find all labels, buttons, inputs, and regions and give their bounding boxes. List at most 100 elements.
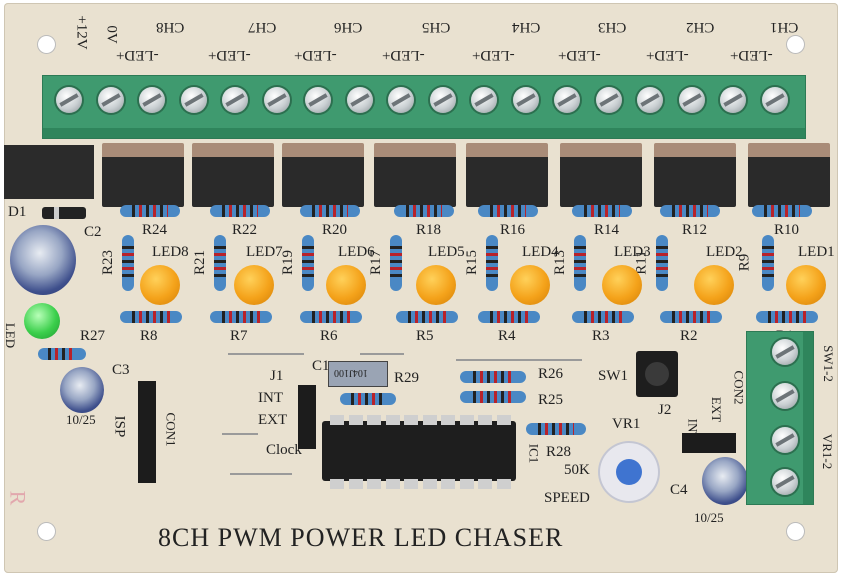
mounting-hole-bottom-right bbox=[787, 523, 804, 540]
terminal-screw-15[interactable] bbox=[637, 87, 663, 113]
ic1-pin bbox=[459, 479, 474, 489]
resistor-r4 bbox=[478, 311, 540, 323]
pcb-board: +12V 0V CH8-LED+CH7-LED+CH6-LED+CH5-LED+… bbox=[4, 3, 838, 573]
push-button-cap[interactable] bbox=[645, 362, 669, 386]
label-r12: R12 bbox=[682, 222, 708, 238]
terminal-screw-8[interactable] bbox=[346, 87, 373, 113]
ic1-pin bbox=[496, 479, 511, 489]
jumper-j2[interactable] bbox=[682, 433, 736, 453]
led-6 bbox=[326, 265, 366, 305]
terminal-screw-9[interactable] bbox=[388, 87, 414, 113]
terminal-screw-12[interactable] bbox=[512, 87, 539, 113]
label-clock: Clock bbox=[266, 442, 302, 458]
terminal-screw-7[interactable] bbox=[305, 87, 331, 113]
mosfet-8 bbox=[102, 143, 184, 207]
label-r8: R8 bbox=[140, 328, 158, 344]
label-r14: R14 bbox=[594, 222, 620, 238]
resistor-r19 bbox=[302, 235, 314, 291]
label-con2: CON2 bbox=[731, 370, 747, 405]
label-sw1: SW1 bbox=[598, 368, 628, 384]
label-vr1-2: VR1-2 bbox=[820, 433, 836, 470]
resistor-r27 bbox=[38, 348, 86, 360]
channel-label-6: CH6 bbox=[334, 19, 363, 35]
resistor-r22 bbox=[210, 205, 270, 217]
ic1-pin bbox=[404, 479, 418, 489]
power-label-0v: 0V bbox=[103, 25, 120, 44]
channel-led-label-4: -LED+ bbox=[472, 47, 515, 63]
channel-led-label-8: -LED+ bbox=[116, 47, 159, 63]
diode-d1 bbox=[42, 207, 86, 219]
push-button-sw1[interactable] bbox=[636, 351, 678, 397]
label-j2-ext: EXT bbox=[709, 396, 725, 423]
label-led8: LED8 bbox=[152, 244, 189, 260]
label-led5: LED5 bbox=[428, 244, 465, 260]
ic1-chip bbox=[322, 421, 516, 481]
label-r16: R16 bbox=[500, 222, 526, 238]
terminal-screw-3[interactable] bbox=[139, 87, 165, 113]
terminal-screw-17[interactable] bbox=[720, 87, 746, 113]
terminal-screw-11[interactable] bbox=[471, 87, 497, 113]
label-r3: R3 bbox=[592, 328, 610, 344]
label-int: INT bbox=[258, 390, 283, 406]
terminal-screw-4[interactable] bbox=[180, 87, 207, 113]
screw-con2-3[interactable] bbox=[772, 427, 798, 453]
terminal-screw-6[interactable] bbox=[263, 87, 290, 113]
channel-label-4: CH4 bbox=[512, 19, 541, 35]
terminal-screw-18[interactable] bbox=[761, 87, 788, 113]
terminal-screw-13[interactable] bbox=[554, 87, 580, 113]
label-r26: R26 bbox=[538, 366, 564, 382]
wire-link-3 bbox=[222, 433, 258, 435]
channel-led-label-5: -LED+ bbox=[382, 47, 425, 63]
ic1-pin bbox=[459, 415, 474, 425]
label-vr1-value: 50K bbox=[564, 462, 590, 478]
screw-con2-2[interactable] bbox=[772, 383, 798, 409]
label-led2: LED2 bbox=[706, 244, 743, 260]
channel-label-3: CH3 bbox=[598, 19, 627, 35]
terminal-screw-2[interactable] bbox=[97, 87, 124, 113]
label-r7: R7 bbox=[230, 328, 248, 344]
channel-label-7: CH7 bbox=[248, 19, 277, 35]
terminal-screw-5[interactable] bbox=[222, 87, 248, 113]
resistor-r23 bbox=[122, 235, 134, 291]
label-led7: LED7 bbox=[246, 244, 283, 260]
channel-led-label-2: -LED+ bbox=[646, 47, 689, 63]
potentiometer-knob[interactable] bbox=[616, 459, 642, 485]
screw-con2-4[interactable] bbox=[772, 469, 798, 495]
terminal-screw-1[interactable] bbox=[56, 87, 82, 113]
terminal-screw-10[interactable] bbox=[429, 87, 456, 113]
wire-link-1 bbox=[228, 353, 304, 355]
label-c4-value: 10/25 bbox=[694, 510, 724, 525]
terminal-screw-14[interactable] bbox=[595, 87, 622, 113]
led-green bbox=[24, 303, 60, 339]
capacitor-c1 bbox=[328, 361, 388, 387]
ic1-pin bbox=[330, 479, 344, 489]
ic1-pin bbox=[478, 415, 492, 425]
terminal-screw-16[interactable] bbox=[678, 87, 705, 113]
ic1-pin bbox=[348, 479, 363, 489]
channel-led-label-6: -LED+ bbox=[294, 47, 337, 63]
jumper-j1[interactable] bbox=[298, 385, 316, 449]
capacitor-c4 bbox=[702, 457, 748, 505]
resistor-r17 bbox=[390, 235, 402, 291]
label-r6: R6 bbox=[320, 328, 338, 344]
mounting-hole-bottom-left bbox=[38, 523, 55, 540]
mounting-hole-top-left bbox=[38, 36, 55, 53]
label-j1: J1 bbox=[270, 368, 284, 384]
label-r2: R2 bbox=[680, 328, 698, 344]
capacitor-c2 bbox=[10, 225, 76, 295]
potentiometer-vr1[interactable] bbox=[600, 443, 658, 501]
channel-label-2: CH2 bbox=[686, 19, 715, 35]
label-c3: C3 bbox=[112, 362, 130, 378]
label-c2: C2 bbox=[84, 224, 102, 240]
label-isp: ISP bbox=[111, 415, 128, 438]
channel-led-label-1: -LED+ bbox=[730, 47, 773, 63]
label-r27: R27 bbox=[80, 328, 106, 344]
screw-con2-1[interactable] bbox=[772, 339, 798, 365]
resistor-r5 bbox=[396, 311, 458, 323]
led-8 bbox=[140, 265, 180, 305]
channel-label-5: CH5 bbox=[422, 19, 451, 35]
ic1-pin bbox=[496, 415, 511, 425]
label-r18: R18 bbox=[416, 222, 442, 238]
label-sw1-2: SW1-2 bbox=[820, 345, 836, 382]
resistor-r20 bbox=[300, 205, 360, 217]
